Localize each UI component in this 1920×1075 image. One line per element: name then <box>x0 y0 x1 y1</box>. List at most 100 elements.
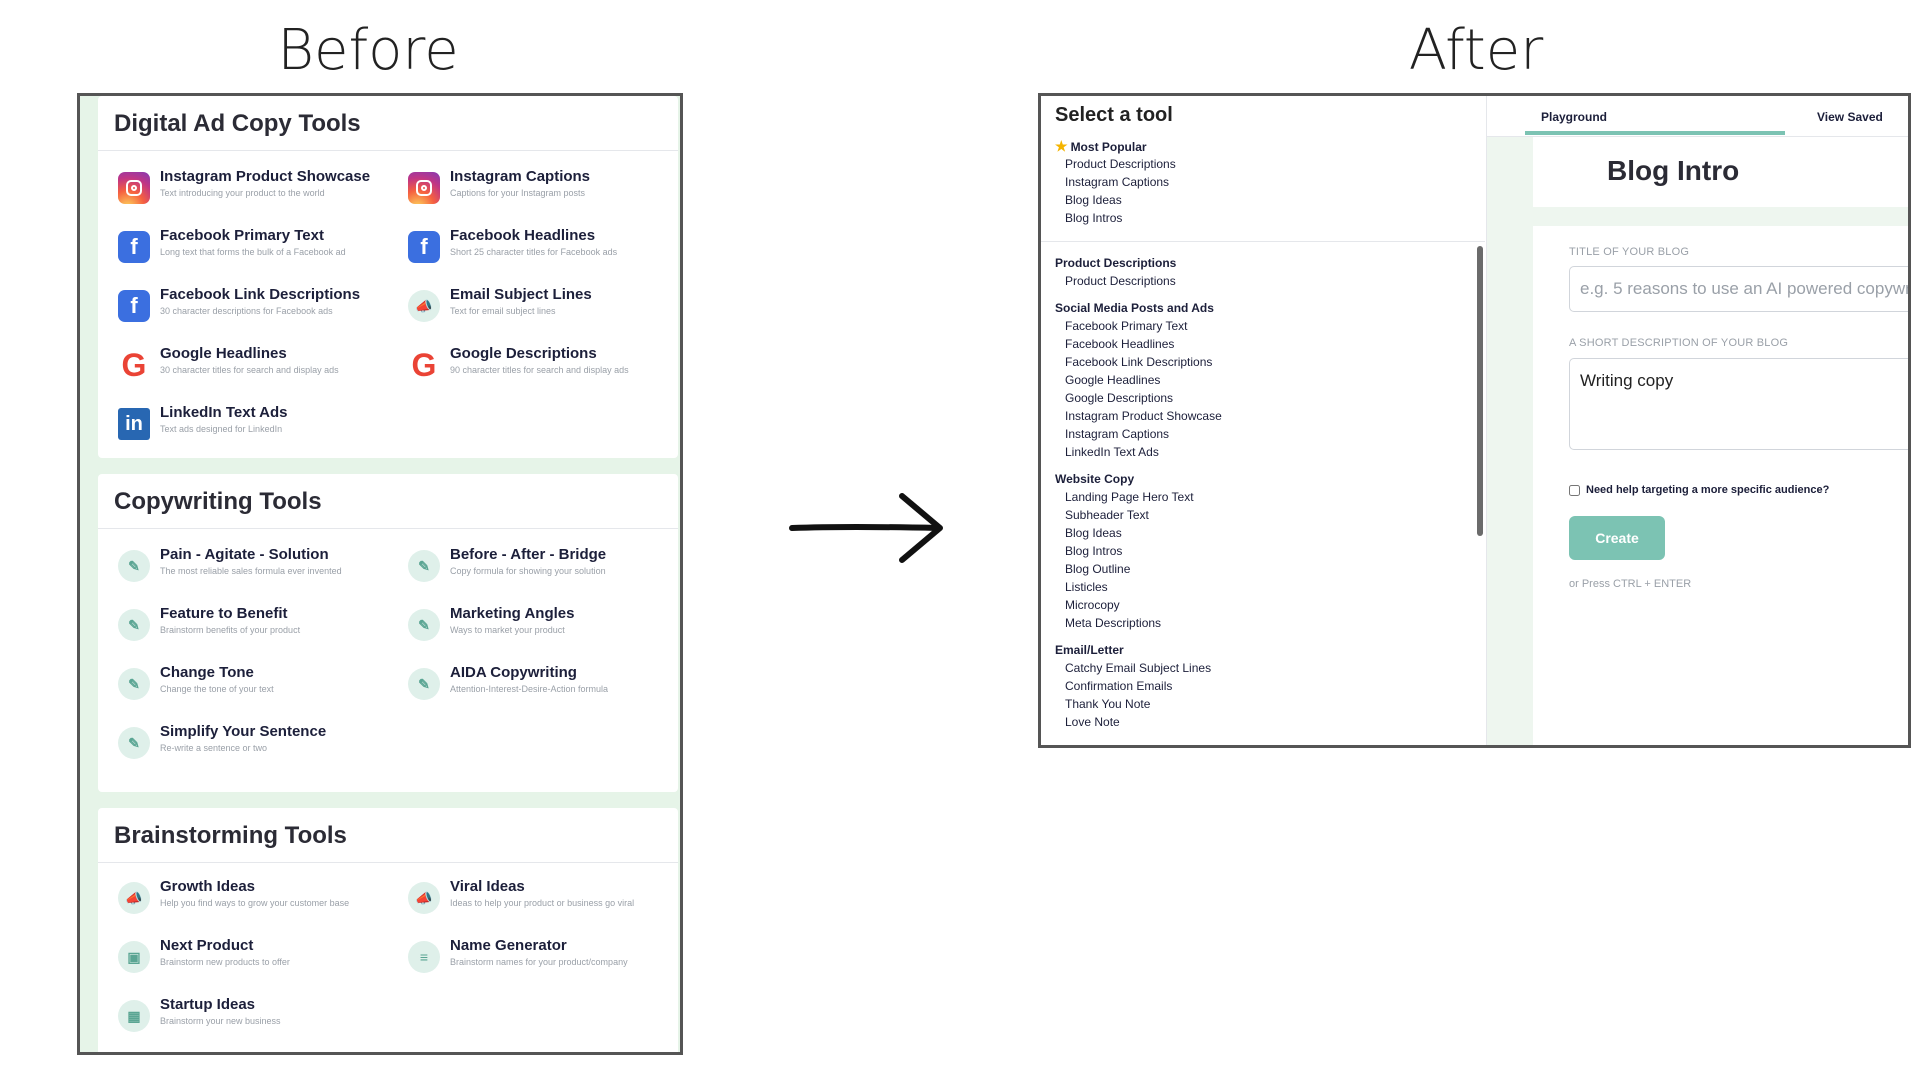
tab-playground[interactable]: Playground <box>1541 110 1608 124</box>
most-popular-label: Most Popular <box>1070 140 1147 154</box>
audience-checkbox-label: Need help targeting a more specific audi… <box>1586 484 1830 496</box>
tool-name: Marketing Angles <box>450 605 575 622</box>
list-title: Select a tool <box>1055 104 1173 126</box>
tool-link[interactable]: Blog Ideas <box>1065 526 1122 540</box>
group-heading: Product Descriptions <box>1055 256 1177 270</box>
tool-link[interactable]: Google Headlines <box>1065 373 1161 387</box>
tool-name: LinkedIn Text Ads <box>160 404 288 421</box>
tool-desc: Attention-Interest-Desire-Action formula <box>450 684 609 694</box>
digital-ad-copy-card: Digital Ad Copy Tools Instagram Product … <box>98 96 678 458</box>
tool-name: Google Headlines <box>160 345 287 362</box>
pen-icon: ✎ <box>118 668 150 700</box>
tool-link[interactable]: Catchy Email Subject Lines <box>1065 661 1212 675</box>
megaphone-icon: 📣 <box>118 882 150 914</box>
tool-link[interactable]: Product Descriptions <box>1065 157 1176 171</box>
tool-desc: Long text that forms the bulk of a Faceb… <box>160 247 346 257</box>
tool-link[interactable]: Product Descriptions <box>1065 274 1176 288</box>
tab-bar: Playground View Saved <box>1487 96 1908 137</box>
lines-icon: ≡ <box>408 941 440 973</box>
playground-area: Playground View Saved Blog Intro TITLE O… <box>1487 96 1908 745</box>
tool-desc: Brainstorm your new business <box>160 1016 281 1026</box>
create-button[interactable]: Create <box>1569 516 1665 560</box>
tool-link[interactable]: Blog Intros <box>1065 211 1123 225</box>
blog-description-input[interactable]: Writing copy <box>1569 358 1908 450</box>
tool-desc: Brainstorm benefits of your product <box>160 625 301 635</box>
tool-link[interactable]: Blog Ideas <box>1065 193 1122 207</box>
tool-name: Facebook Headlines <box>450 227 596 244</box>
before-screenshot: Digital Ad Copy Tools Instagram Product … <box>77 93 683 1055</box>
tool-desc: Brainstorm new products to offer <box>160 957 290 967</box>
tab-view-saved[interactable]: View Saved <box>1817 110 1883 124</box>
instagram-icon <box>408 172 440 204</box>
facebook-icon: f <box>408 231 440 263</box>
audience-checkbox[interactable] <box>1569 484 1580 496</box>
card-title: Brainstorming Tools <box>114 822 347 849</box>
tool-name: Name Generator <box>450 937 567 954</box>
blog-title-input[interactable] <box>1569 266 1908 312</box>
tool-link[interactable]: Subheader Text <box>1065 508 1149 522</box>
most-popular-heading: ★Most Popular <box>1055 138 1147 155</box>
pen-icon: ✎ <box>408 609 440 641</box>
tool-link[interactable]: Confirmation Emails <box>1065 679 1173 693</box>
tool-name: Facebook Primary Text <box>160 227 324 244</box>
tool-link[interactable]: Meta Descriptions <box>1065 616 1162 630</box>
copywriting-tools-card: Copywriting Tools ✎ Pain - Agitate - Sol… <box>98 474 678 792</box>
group-heading: Email/Letter <box>1055 643 1124 657</box>
tool-link[interactable]: Instagram Captions <box>1065 175 1170 189</box>
pen-icon: ✎ <box>118 609 150 641</box>
tool-name: Before - After - Bridge <box>450 546 607 563</box>
tool-name: Simplify Your Sentence <box>160 723 327 740</box>
tool-link[interactable]: Facebook Headlines <box>1065 337 1175 351</box>
tool-list-scrollbar[interactable] <box>1477 246 1483 536</box>
tool-name: Google Descriptions <box>450 345 597 362</box>
tool-link[interactable]: Blog Intros <box>1065 544 1123 558</box>
tool-link[interactable]: LinkedIn Text Ads <box>1065 445 1159 459</box>
tool-link[interactable]: Thank You Note <box>1065 697 1151 711</box>
tool-link[interactable]: Google Descriptions <box>1065 391 1174 405</box>
star-icon: ★ <box>1055 138 1068 154</box>
tool-desc: Help you find ways to grow your customer… <box>160 898 350 908</box>
before-label: Before <box>277 18 459 83</box>
tool-link[interactable]: Listicles <box>1065 580 1108 594</box>
tool-desc: Text for email subject lines <box>450 306 556 316</box>
tool-link[interactable]: Facebook Link Descriptions <box>1065 355 1213 369</box>
tool-name: Pain - Agitate - Solution <box>160 546 329 563</box>
tool-link[interactable]: Instagram Product Showcase <box>1065 409 1222 423</box>
after-label: After <box>1408 18 1544 83</box>
tool-link[interactable]: Facebook Primary Text <box>1065 319 1188 333</box>
tool-desc: Copy formula for showing your solution <box>450 566 606 576</box>
google-icon: G <box>408 347 440 383</box>
tool-link[interactable]: Instagram Captions <box>1065 427 1170 441</box>
tool-link[interactable]: Blog Outline <box>1065 562 1131 576</box>
facebook-icon: f <box>118 290 150 322</box>
tool-link[interactable]: Landing Page Hero Text <box>1065 490 1194 504</box>
group-heading: Website Copy <box>1055 472 1135 486</box>
tool-name: Startup Ideas <box>160 996 256 1013</box>
after-screenshot: Select a tool ★Most Popular Product Desc… <box>1038 93 1911 748</box>
pen-icon: ✎ <box>408 550 440 582</box>
tool-name: Next Product <box>160 937 254 954</box>
tool-link[interactable]: Microcopy <box>1065 598 1120 612</box>
tool-link[interactable]: Love Note <box>1065 715 1120 729</box>
